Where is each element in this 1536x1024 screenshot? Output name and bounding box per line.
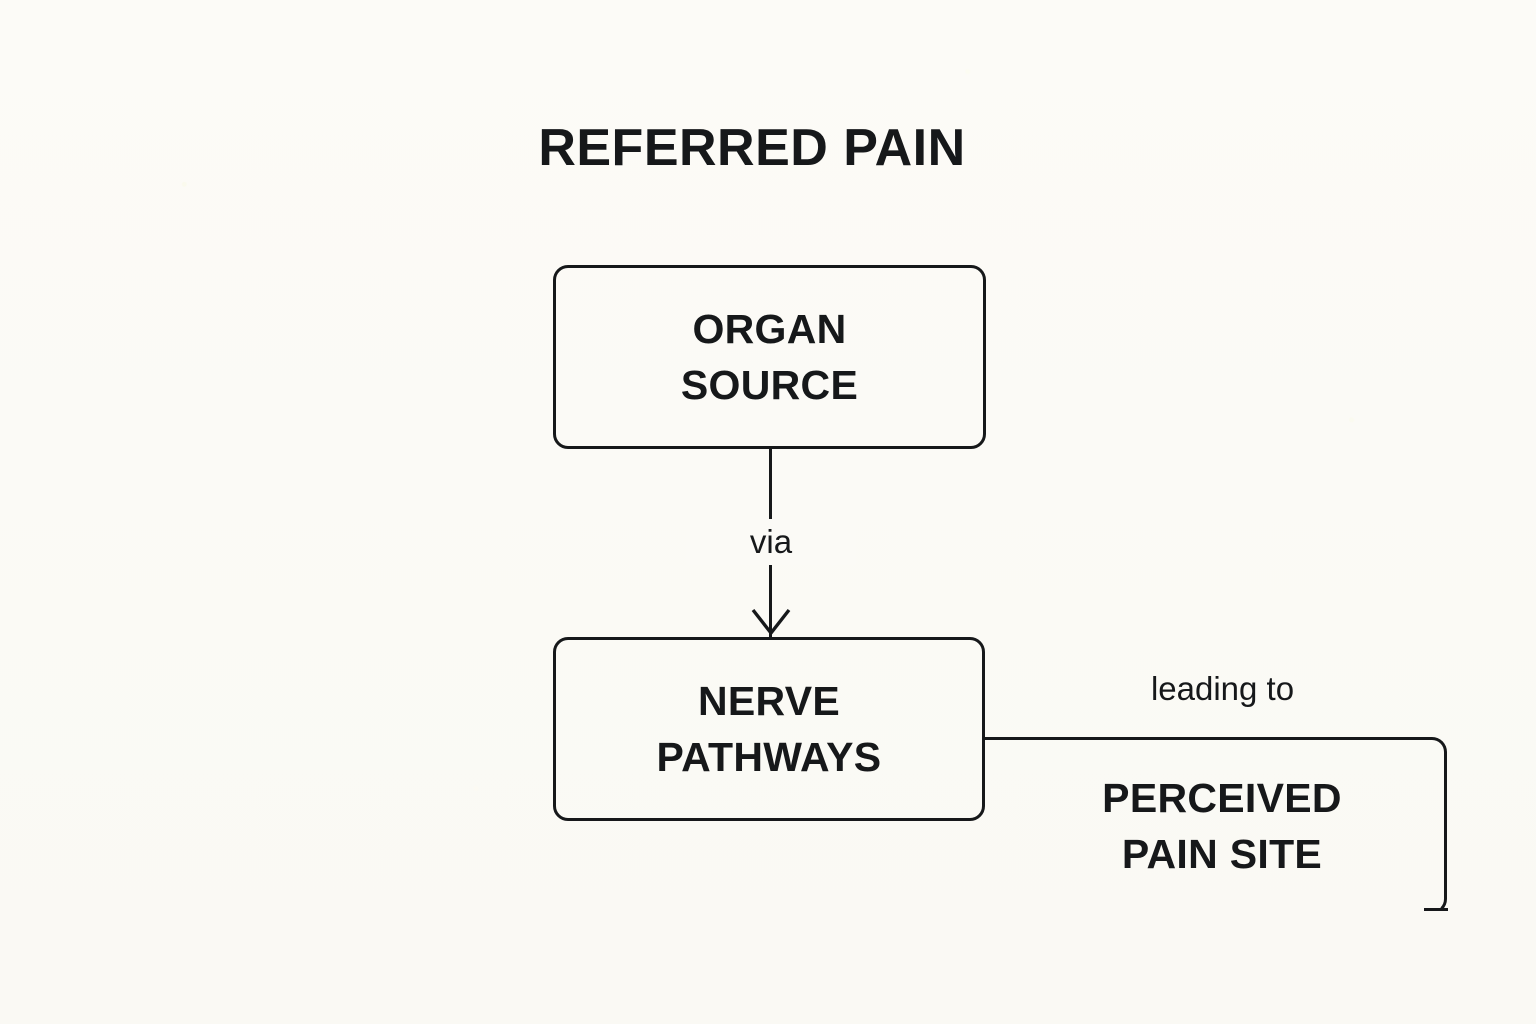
edge-label-via: via xyxy=(686,519,856,565)
node-nerve-pathways[interactable]: NERVE PATHWAYS xyxy=(553,637,985,821)
arrow-down-icon xyxy=(751,608,791,636)
edge-label-leading-to: leading to xyxy=(1150,670,1295,707)
node-organ-source[interactable]: ORGAN SOURCE xyxy=(553,265,986,449)
node-perceived-pain-site-bottom-stub xyxy=(1424,908,1448,912)
page-title: REFERRED PAIN xyxy=(538,119,966,177)
node-perceived-pain-site-label: PERCEIVED PAIN SITE xyxy=(1102,775,1342,877)
